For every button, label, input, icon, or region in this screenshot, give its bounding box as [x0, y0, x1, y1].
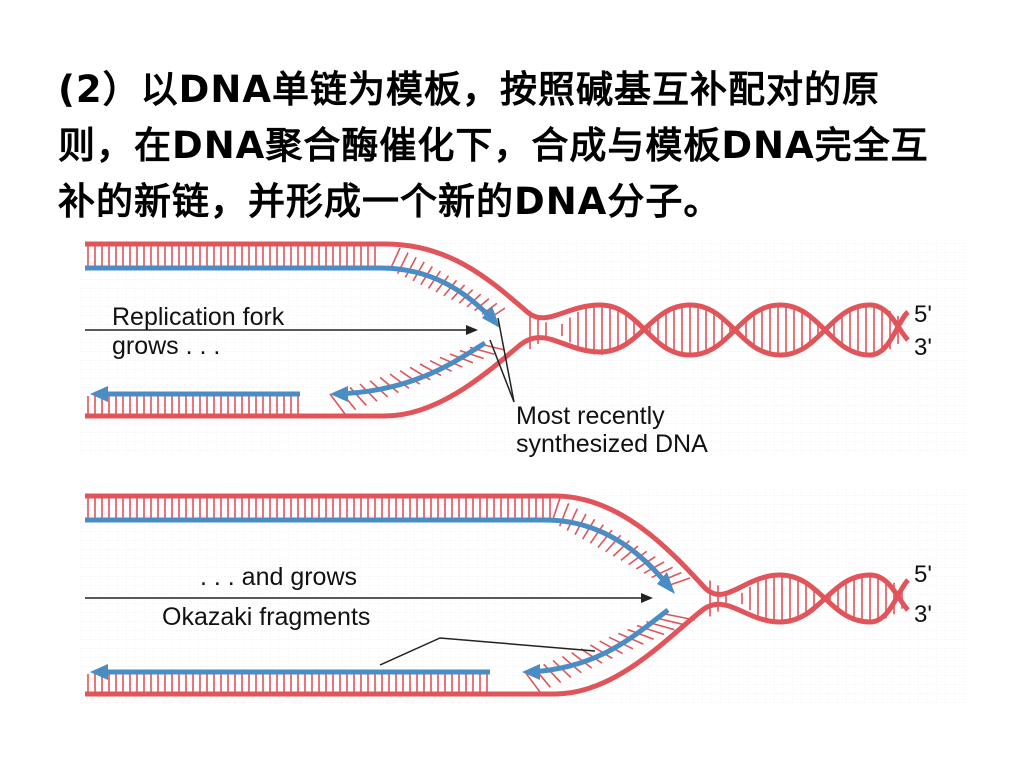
base-pair-rung — [566, 508, 579, 531]
base-pair-rung — [655, 617, 685, 626]
helix-base-pairs-1 — [529, 305, 899, 355]
text-line-1: (2）以DNA单链为模板，按照碱基互补配对的原 — [58, 68, 880, 111]
lagging-fragment-1a-arrowhead — [330, 386, 348, 402]
base-pair-rung — [524, 671, 541, 693]
base-pair-rung — [627, 628, 654, 640]
base-pair-rung — [459, 349, 484, 360]
text-line-2: 则，在DNA聚合酶催化下，合成与模板DNA完全互 — [58, 124, 929, 167]
base-pair-rung — [543, 663, 562, 683]
base-pair-rung — [419, 363, 442, 377]
parent-strand-top-2 — [85, 493, 910, 625]
grid-background-1 — [80, 240, 970, 455]
end-label-3-2: 3' — [914, 601, 932, 628]
parent-strand-bottom-2 — [85, 572, 910, 697]
end-label-5-2: 5' — [914, 561, 932, 588]
label-recent-line2: synthesized DNA — [516, 430, 708, 458]
base-pair-rung — [597, 529, 613, 549]
diagram-1: Replication fork grows . . . Most recent… — [80, 240, 970, 458]
fork-pointer-arrowhead-1 — [466, 325, 478, 335]
leading-strand-arrowhead-2 — [657, 572, 675, 594]
base-pairs-1 — [87, 246, 506, 415]
okazaki-fragment-2a-arrowhead — [522, 664, 540, 680]
base-pair-rung — [389, 373, 410, 390]
okazaki-fragment-2a — [529, 608, 670, 675]
label-recent-line1: Most recently — [516, 402, 665, 430]
base-pair-rung — [651, 566, 674, 579]
base-pair-rung — [404, 256, 417, 278]
label-fork-line1: Replication fork — [112, 303, 285, 331]
base-pair-rung — [589, 524, 604, 544]
okazaki-pointer-line-2a — [379, 637, 596, 666]
parent-strand-bottom-1 — [85, 302, 910, 419]
label-okazaki: Okazaki fragments — [162, 603, 370, 631]
slide-text: (2）以DNA单链为模板，按照碱基互补配对的原 则，在DNA聚合酶催化下，合成与… — [58, 62, 1008, 230]
recent-pointer-line-1 — [497, 317, 515, 403]
text-line-3: 补的新链，并形成一个新的DNA分子。 — [58, 180, 722, 223]
okazaki-fragment-2b-arrowhead — [90, 664, 108, 680]
diagram-2: . . . and grows Okazaki fragments 5' 3' — [80, 488, 970, 703]
base-pair-rung — [620, 545, 639, 562]
recent-pointer-line-1b — [489, 339, 515, 403]
grows-pointer-arrowhead-2 — [641, 593, 653, 603]
leading-strand-2 — [85, 517, 672, 590]
base-pair-rung — [589, 644, 613, 660]
lagging-fragment-1a — [334, 340, 487, 397]
parent-strand-top-1 — [85, 241, 910, 358]
base-pairs-2 — [87, 497, 696, 693]
end-label-3-1: 3' — [914, 334, 932, 361]
label-and-grows: . . . and grows — [200, 563, 357, 591]
label-fork-line2: grows . . . — [112, 332, 220, 360]
base-pair-rung — [628, 550, 648, 566]
leading-strand-1 — [85, 265, 497, 324]
end-label-5-1: 5' — [914, 301, 932, 328]
base-pair-rung — [349, 386, 367, 407]
leading-strand-arrowhead-1 — [482, 306, 500, 328]
base-pair-rung — [580, 648, 603, 664]
lagging-fragment-1b-arrowhead — [90, 386, 108, 402]
base-pair-rung — [474, 298, 490, 312]
base-pair-rung — [329, 393, 346, 415]
